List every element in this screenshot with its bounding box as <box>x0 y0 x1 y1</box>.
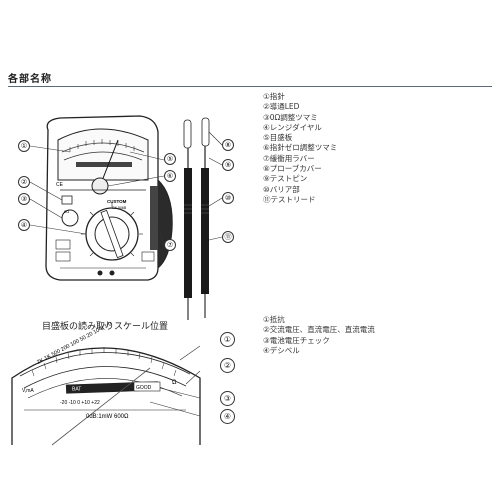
probe-body-right <box>201 168 209 294</box>
legend-item: ⑤目盛板 <box>263 133 293 143</box>
legend-item: ①指針 <box>263 92 285 101</box>
parts-legend: ①指針 ②導通LED ③0Ω調整ツマミ ④レンジダイヤル ⑤目盛板 ⑥指針ゼロ調… <box>263 92 337 205</box>
continuity-led <box>61 195 73 205</box>
scale-legend: ①抵抗 ②交流電圧、直流電圧、直流電流 ③電池電圧チェック ④デシベル <box>263 315 375 356</box>
scale-legend-item: ②交流電圧、直流電圧、直流電流 <box>263 325 375 335</box>
scale-callout-2: ② <box>220 358 235 373</box>
legend-item: ⑦緩衝用ラバー <box>263 153 315 163</box>
model-label: CX-506B <box>112 206 127 210</box>
db-label: 0dB:1mW 600Ω <box>86 414 129 420</box>
dial-ticks <box>81 203 143 257</box>
ce-mark: CE <box>56 182 64 188</box>
callout-9: ⑨ <box>222 159 234 171</box>
probe-cover-left <box>183 119 192 149</box>
legend-item: ⑧プローブカバー <box>263 164 322 174</box>
brand-label: CUSTOM <box>107 199 127 204</box>
scale-callout-3: ③ <box>220 391 235 406</box>
scale-callout-1: ① <box>220 332 235 347</box>
scale-callout-4: ④ <box>220 409 235 424</box>
legend-item: ⑪テストリード <box>263 194 316 204</box>
leader-lines-top <box>29 131 223 246</box>
zero-adjust-knob <box>91 177 109 195</box>
leader-lines-bottom <box>149 345 201 417</box>
plus-jack <box>109 270 115 276</box>
scale-section-title: 目盛板の読み取りスケール位置 <box>42 322 169 332</box>
test-leads <box>183 117 210 320</box>
legend-item: ⑨テストピン <box>263 174 308 184</box>
legend-item: ③0Ω調整ツマミ <box>263 112 318 122</box>
unit-vma: V,mA <box>22 388 34 394</box>
section-divider <box>8 86 492 87</box>
db-ticks-label: -20 -10 0 +10 +22 <box>60 400 100 406</box>
bumper-strip <box>150 186 158 250</box>
com-jack <box>97 270 103 276</box>
unit-ohm: Ω <box>172 380 177 386</box>
legend-item: ④レンジダイヤル <box>263 122 322 132</box>
scale-ticks <box>69 139 135 152</box>
bat-label: BAT <box>72 387 81 393</box>
legend-item: ②導通LED <box>263 102 300 112</box>
scale-band <box>76 162 132 167</box>
callout-10: ⑩ <box>222 192 234 204</box>
legend-item: ⑩バリア部 <box>263 184 300 194</box>
probe-body-left <box>184 168 192 298</box>
callout-6: ⑥ <box>164 170 176 182</box>
callout-4: ④ <box>18 219 30 231</box>
bumper-rubber <box>157 179 173 269</box>
legend-item: ⑥指針ゼロ調整ツマミ <box>263 143 338 153</box>
callout-7: ⑦ <box>164 239 176 251</box>
scale-needle <box>51 367 151 446</box>
scale-window <box>57 128 149 181</box>
scale-legend-item: ③電池電圧チェック <box>263 335 330 345</box>
scale-legend-item: ④デシベル <box>263 345 300 355</box>
probe-cover-right <box>201 117 210 147</box>
callout-2: ② <box>18 176 30 188</box>
callout-3: ③ <box>18 193 30 205</box>
scale-legend-item: ①抵抗 <box>263 315 285 324</box>
callout-1: ① <box>18 140 30 152</box>
callout-5: ⑤ <box>164 153 176 165</box>
dial-pointer <box>100 209 124 259</box>
callout-8: ⑧ <box>222 139 234 151</box>
section-title: 各部名称 <box>8 74 52 85</box>
callout-11: ⑪ <box>222 231 234 243</box>
good-label: GOOD <box>136 385 152 391</box>
zero-ohm-label: 0Ω <box>64 209 69 214</box>
